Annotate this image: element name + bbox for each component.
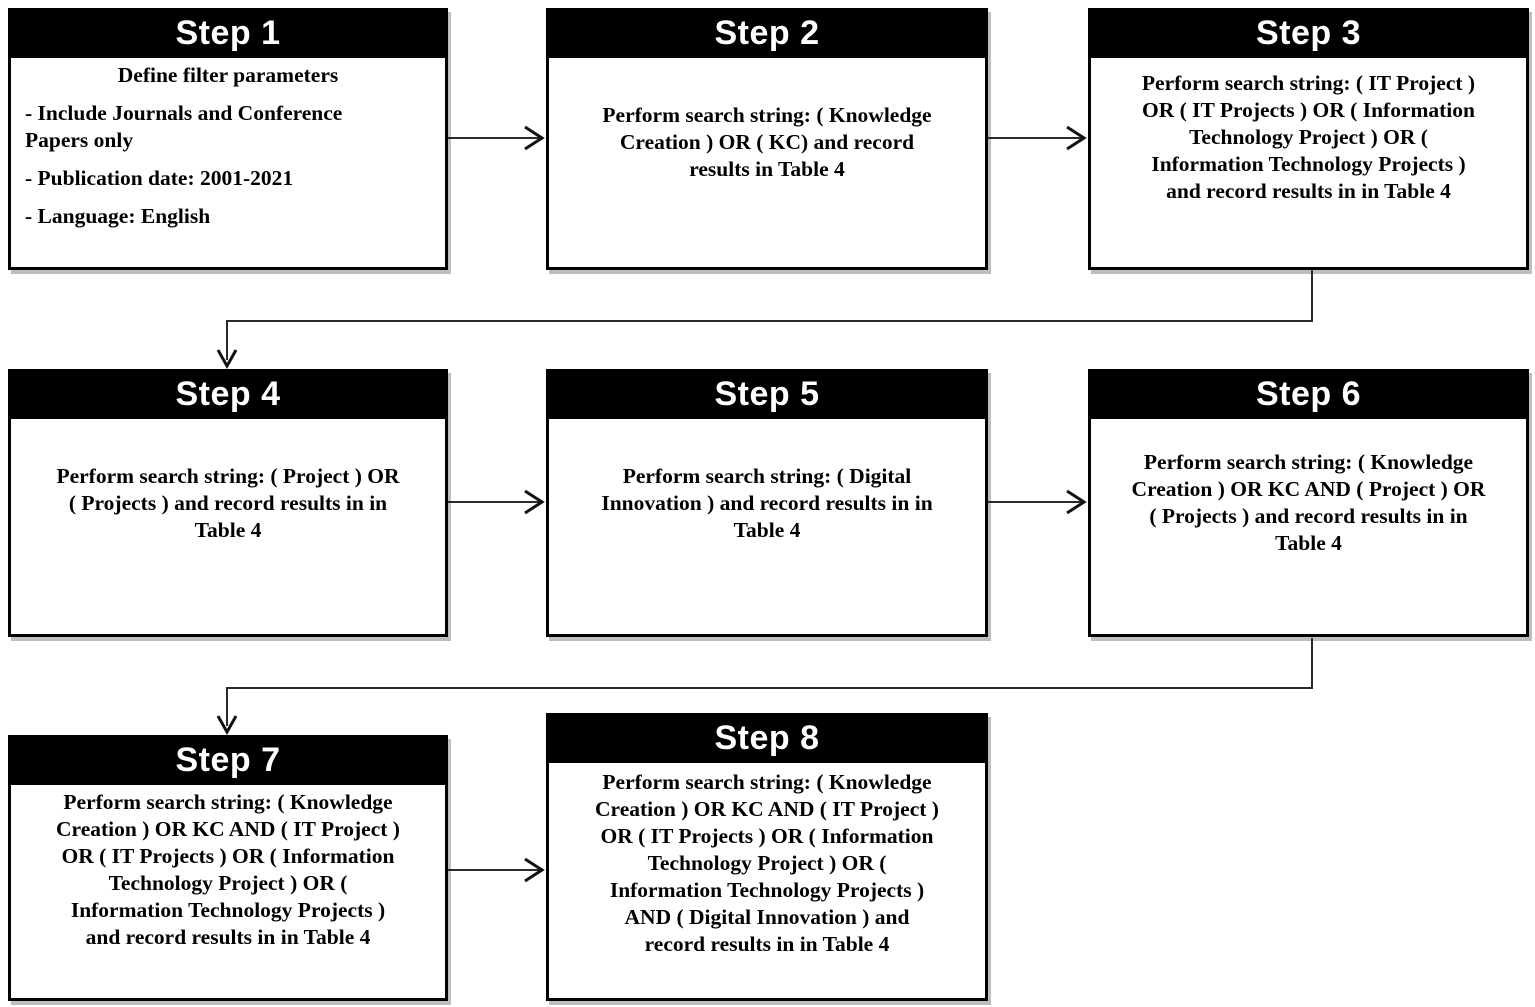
step-1-header: Step 1 xyxy=(10,10,446,58)
body-line: Perform search string: ( Knowledge xyxy=(602,103,932,127)
body-line: Creation ) OR KC AND ( Project ) OR xyxy=(1131,477,1486,501)
arrowhead-right-icon xyxy=(524,125,545,151)
step-8-box: Step 8 Perform search string: ( Knowledg… xyxy=(546,713,988,1001)
body-line: Information Technology Projects ) xyxy=(609,878,925,902)
bullet-item: - Publication date: 2001-2021 xyxy=(25,165,431,192)
body-line: AND ( Digital Innovation ) and xyxy=(624,905,910,929)
step-5-box: Step 5 Perform search string: ( Digital … xyxy=(546,369,988,637)
step-4-header: Step 4 xyxy=(10,371,446,419)
step-1-subtitle: Define filter parameters xyxy=(117,63,339,87)
body-line: Creation ) OR KC AND ( IT Project ) xyxy=(56,817,400,841)
step-4-body: Perform search string: ( Project ) OR ( … xyxy=(11,419,445,544)
step-2-body: Perform search string: ( Knowledge Creat… xyxy=(549,58,985,183)
arrowhead-down-icon xyxy=(216,715,238,736)
body-line: Creation ) OR KC AND ( IT Project ) xyxy=(595,797,939,821)
body-line: record results in in Table 4 xyxy=(644,932,890,956)
body-line: Information Technology Projects ) xyxy=(1151,152,1466,176)
body-line: OR ( IT Projects ) OR ( Information xyxy=(61,844,395,868)
body-line: Table 4 xyxy=(194,518,262,542)
body-line: Technology Project ) OR ( xyxy=(647,851,887,875)
body-line: Perform search string: ( Knowledge xyxy=(1143,450,1474,474)
body-line: - Include Journals and Conference xyxy=(25,101,343,125)
step-2-box: Step 2 Perform search string: ( Knowledg… xyxy=(546,8,988,270)
body-line: ( Projects ) and record results in in xyxy=(1149,504,1468,528)
body-line: Innovation ) and record results in in xyxy=(601,491,933,515)
step-5-header: Step 5 xyxy=(548,371,986,419)
body-line: and record results in in Table 4 xyxy=(85,925,371,949)
body-line: OR ( IT Projects ) OR ( Information xyxy=(600,824,934,848)
step-8-header: Step 8 xyxy=(548,715,986,763)
step-7-box: Step 7 Perform search string: ( Knowledg… xyxy=(8,735,448,1001)
body-line: Technology Project ) OR ( xyxy=(1189,125,1428,149)
body-line: Information Technology Projects ) xyxy=(70,898,386,922)
arrow-step3-step4 xyxy=(226,270,1313,360)
arrowhead-right-icon xyxy=(1066,125,1087,151)
body-line: - Publication date: 2001-2021 xyxy=(25,166,294,190)
arrowhead-right-icon xyxy=(524,489,545,515)
body-line: and record results in in Table 4 xyxy=(1166,179,1451,203)
arrowhead-down-icon xyxy=(216,349,238,370)
body-line: Perform search string: ( Knowledge xyxy=(602,770,932,794)
step-1-box: Step 1 Define filter parameters - Includ… xyxy=(8,8,448,270)
body-line: Perform search string: ( IT Project ) xyxy=(1141,71,1476,95)
body-line: Creation ) OR ( KC) and record xyxy=(619,130,915,154)
body-line: Perform search string: ( Project ) OR xyxy=(56,464,400,488)
step-5-body: Perform search string: ( Digital Innovat… xyxy=(549,419,985,544)
bullet-item: - Language: English xyxy=(25,203,431,230)
body-line: Perform search string: ( Knowledge xyxy=(63,790,393,814)
body-line: Papers only xyxy=(25,128,134,152)
step-8-body: Perform search string: ( Knowledge Creat… xyxy=(549,763,985,958)
body-line: Technology Project ) OR ( xyxy=(108,871,348,895)
step-6-header: Step 6 xyxy=(1090,371,1527,419)
step-6-body: Perform search string: ( Knowledge Creat… xyxy=(1091,419,1526,557)
body-line: - Language: English xyxy=(25,204,211,228)
body-line: Perform search string: ( Digital xyxy=(622,464,912,488)
step-2-header: Step 2 xyxy=(548,10,986,58)
step-3-box: Step 3 Perform search string: ( IT Proje… xyxy=(1088,8,1529,270)
body-line: Table 4 xyxy=(733,518,801,542)
body-line: OR ( IT Projects ) OR ( Information xyxy=(1141,98,1475,122)
body-line: Table 4 xyxy=(1275,531,1342,555)
step-1-body: Define filter parameters - Include Journ… xyxy=(11,58,445,230)
body-line: ( Projects ) and record results in in xyxy=(68,491,388,515)
step-7-header: Step 7 xyxy=(10,737,446,785)
bullet-item: - Include Journals and Conference Papers… xyxy=(25,100,431,154)
step-4-box: Step 4 Perform search string: ( Project … xyxy=(8,369,448,637)
step-3-header: Step 3 xyxy=(1090,10,1527,58)
step-6-box: Step 6 Perform search string: ( Knowledg… xyxy=(1088,369,1529,637)
arrowhead-right-icon xyxy=(524,857,545,883)
step-7-body: Perform search string: ( Knowledge Creat… xyxy=(11,785,445,951)
step-1-bullet-list: - Include Journals and Conference Papers… xyxy=(21,100,435,230)
step-3-body: Perform search string: ( IT Project ) OR… xyxy=(1091,58,1526,205)
body-line: results in Table 4 xyxy=(689,157,845,181)
arrowhead-right-icon xyxy=(1066,489,1087,515)
